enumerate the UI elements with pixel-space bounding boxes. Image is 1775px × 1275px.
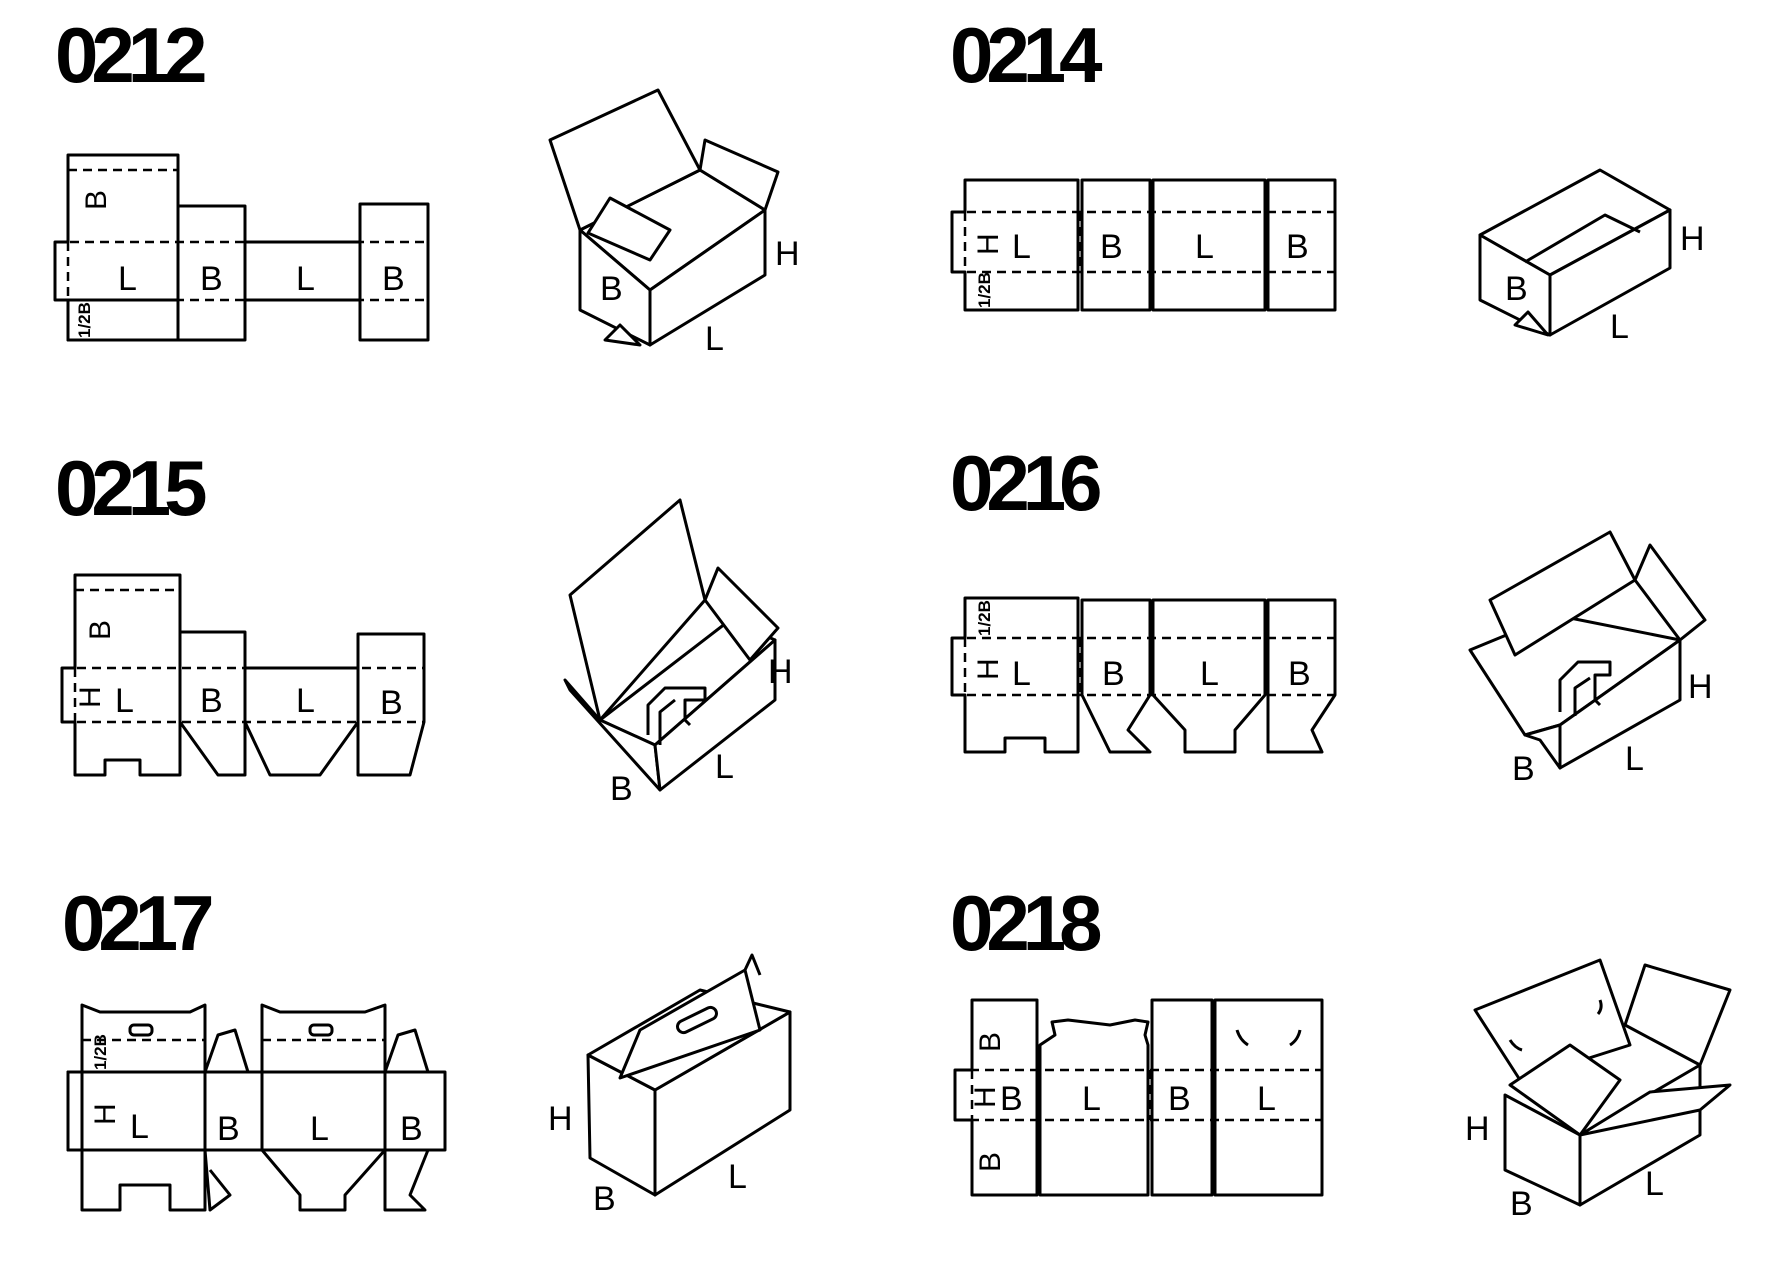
flat-label: B	[200, 682, 223, 720]
flat-label: L	[1257, 1080, 1276, 1118]
flat-blank-0215: B H L B L B	[60, 573, 426, 777]
flat-label: L	[1200, 655, 1219, 693]
flat-label: L	[1012, 655, 1031, 693]
box-label: B	[1505, 270, 1528, 308]
box-label: H	[768, 653, 793, 691]
flat-label: L	[115, 682, 134, 720]
flat-label: B	[1288, 655, 1311, 693]
erected-box-0216: B H L	[1468, 530, 1713, 788]
erected-box-0217: H B L	[548, 953, 792, 1218]
erected-box-0218: H B L	[1465, 958, 1732, 1223]
flat-label: B	[1102, 655, 1125, 693]
flat-label: 1/2B	[975, 272, 994, 308]
flat-label: 1/2B	[75, 302, 94, 338]
box-label: L	[705, 320, 724, 358]
flat-label: B	[200, 260, 223, 298]
box-label: L	[1625, 740, 1644, 778]
flat-label: H	[89, 1103, 122, 1125]
flat-label: B	[1000, 1080, 1023, 1118]
flat-label: H	[969, 1086, 1002, 1108]
box-label: H	[775, 235, 800, 273]
style-code-0212: 0212	[55, 11, 205, 99]
box-label: L	[715, 748, 734, 786]
box-label: B	[1512, 750, 1535, 788]
flat-label: B	[380, 684, 403, 722]
style-0212: 0212 B L B L B 1/2B	[53, 11, 800, 358]
box-label: L	[1645, 1165, 1664, 1203]
box-label: B	[593, 1180, 616, 1218]
style-code-0214: 0214	[950, 11, 1102, 99]
flat-label: B	[80, 190, 113, 210]
flat-label: L	[1195, 228, 1214, 266]
style-code-0215: 0215	[55, 444, 206, 532]
flat-label: L	[310, 1110, 329, 1148]
flat-label: L	[296, 260, 315, 298]
flat-blank-0214: H L B L B 1/2B	[950, 178, 1337, 312]
flat-label: L	[1012, 228, 1031, 266]
flat-label: B	[382, 260, 405, 298]
flat-label: B	[974, 1032, 1007, 1052]
flat-label: 1/2B	[91, 1034, 110, 1070]
style-0217: 0217 1/2B H L B L B	[62, 879, 792, 1218]
box-label: L	[1610, 308, 1629, 346]
box-label: H	[1465, 1110, 1490, 1148]
box-label: H	[1688, 668, 1713, 706]
style-code-0218: 0218	[950, 879, 1100, 967]
flat-label: L	[296, 682, 315, 720]
box-label: H	[1680, 220, 1705, 258]
flat-blank-0217: 1/2B H L B L B	[66, 1003, 447, 1212]
flat-blank-0218: B H B L B L B	[953, 998, 1324, 1197]
style-code-0217: 0217	[62, 879, 211, 967]
flat-label: B	[84, 620, 117, 640]
box-label: B	[610, 770, 633, 808]
style-0218: 0218 B H B L B L B	[950, 879, 1732, 1223]
box-label: B	[1510, 1185, 1533, 1223]
flat-label: B	[400, 1110, 423, 1148]
style-code-0216: 0216	[950, 439, 1100, 527]
style-0216: 0216 1/2B H L B L B B	[950, 439, 1713, 788]
flat-label: L	[130, 1108, 149, 1146]
box-label: H	[548, 1100, 573, 1138]
style-0214: 0214 H L B L B 1/2B B H L	[950, 11, 1705, 346]
flat-label: L	[118, 260, 137, 298]
flat-blank-0216: 1/2B H L B L B	[950, 596, 1337, 754]
flat-label: B	[1100, 228, 1123, 266]
erected-box-0214: B H L	[1478, 168, 1705, 346]
box-label: L	[728, 1158, 747, 1196]
flat-label: H	[74, 686, 107, 708]
flat-label: 1/2B	[975, 600, 994, 636]
flat-label: L	[1082, 1080, 1101, 1118]
flat-label: H	[972, 233, 1005, 255]
erected-box-0215: B H L	[563, 498, 793, 808]
flat-blank-0212: B L B L B 1/2B	[53, 153, 430, 342]
style-0215: 0215 B H L B L B	[55, 444, 793, 808]
flat-label: B	[974, 1152, 1007, 1172]
flat-label: B	[217, 1110, 240, 1148]
box-label: B	[600, 270, 623, 308]
flat-label: B	[1286, 228, 1309, 266]
erected-box-0212: B H L	[548, 88, 800, 358]
flat-label: B	[1168, 1080, 1191, 1118]
flat-label: H	[972, 658, 1005, 680]
